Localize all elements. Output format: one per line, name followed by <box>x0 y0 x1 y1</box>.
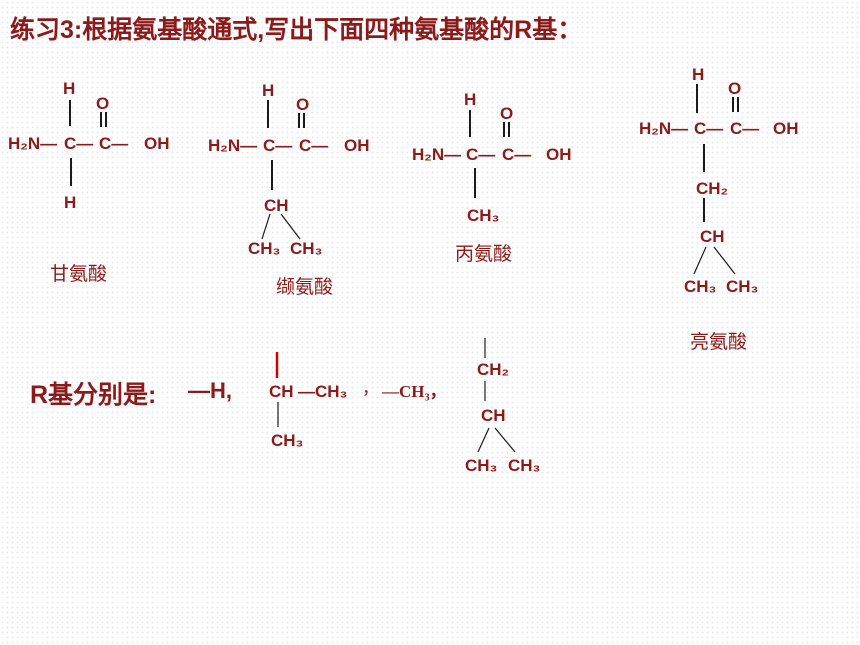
name-leucine: 亮氨酸 <box>690 332 748 353</box>
alanine-c-carboxyl: C— <box>502 145 532 164</box>
leucine-c-carboxyl: C— <box>730 119 760 138</box>
leucine-ch3-left: CH₃ <box>684 277 717 296</box>
valine-ch3-left: CH₃ <box>248 239 281 258</box>
alanine-h2n: H₂N— <box>412 145 462 164</box>
answer-leucine-ch: CH <box>481 406 506 425</box>
valine-h2n: H₂N— <box>208 136 258 155</box>
answer-leucine-ch3-right: CH₃ <box>508 456 541 475</box>
answer-r-glycine: —H, <box>188 378 232 403</box>
alanine-ch3: CH₃ <box>467 206 500 225</box>
answer-r-alanine: —CH₃， <box>382 382 447 401</box>
valine-c-alpha: C— <box>263 136 293 155</box>
glycine-c-carboxyl: C— <box>99 134 129 153</box>
answer-valine-ch3-bottom: CH₃ <box>271 431 304 450</box>
valine-o: O <box>296 95 310 114</box>
answer-leucine-ch3-left: CH₃ <box>465 456 498 475</box>
glycine-c-alpha: C— <box>64 134 94 153</box>
answer-valine-ch3-right: —CH₃ <box>298 382 348 401</box>
page-title: 练习3:根据氨基酸通式,写出下面四种氨基酸的R基： <box>10 16 583 44</box>
valine-oh: OH <box>344 136 370 155</box>
alanine-o: O <box>500 104 514 123</box>
answer-valine-ch: CH <box>269 382 294 401</box>
leucine-h-top: H <box>692 65 705 84</box>
leucine-oh: OH <box>773 119 799 138</box>
valine-c-carboxyl: C— <box>299 136 329 155</box>
leucine-o: O <box>728 79 742 98</box>
glycine-o: O <box>96 94 110 113</box>
leucine-ch3-right: CH₃ <box>726 277 759 296</box>
name-valine: 缬氨酸 <box>276 277 334 298</box>
leucine-ch: CH <box>700 227 725 246</box>
valine-ch: CH <box>264 196 289 215</box>
leucine-ch2: CH₂ <box>696 179 729 198</box>
glycine-h2n: H₂N— <box>8 134 58 153</box>
glycine-h-top: H <box>63 79 76 98</box>
answer-leucine-ch2: CH₂ <box>477 360 510 379</box>
valine-h-top: H <box>262 81 275 100</box>
alanine-c-alpha: C— <box>466 145 496 164</box>
name-glycine: 甘氨酸 <box>50 264 108 285</box>
alanine-h-top: H <box>464 90 477 109</box>
leucine-h2n: H₂N— <box>639 119 689 138</box>
leucine-c-alpha: C— <box>694 119 724 138</box>
answer-label: R基分别是: <box>30 381 157 409</box>
name-alanine: 丙氨酸 <box>455 244 513 265</box>
answer-comma: ， <box>362 379 379 398</box>
glycine-oh: OH <box>144 134 170 153</box>
glycine-h-bottom: H <box>64 193 77 212</box>
alanine-oh: OH <box>546 145 572 164</box>
valine-ch3-right: CH₃ <box>290 239 323 258</box>
